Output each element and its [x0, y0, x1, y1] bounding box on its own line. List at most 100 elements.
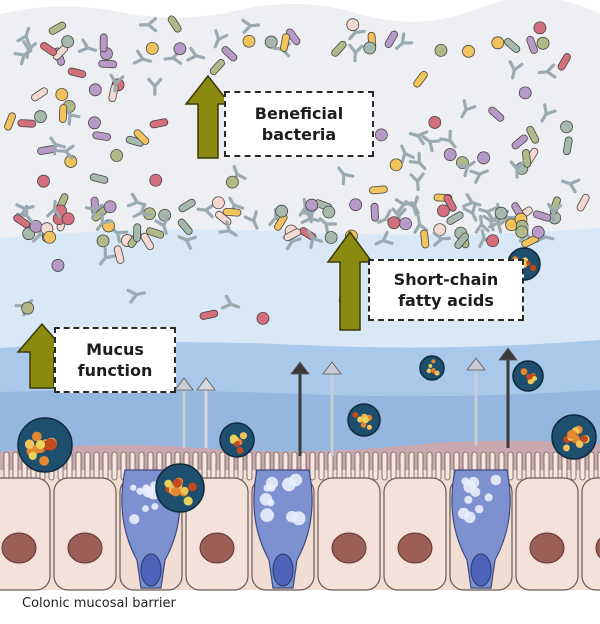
- arrow-head: [290, 361, 310, 375]
- coccus-bacterium: [61, 35, 75, 49]
- antibody-particle: [16, 26, 31, 47]
- scfa-vesicle: [17, 417, 73, 473]
- rod-bacterium: [132, 223, 142, 243]
- coccus-bacterium: [212, 196, 225, 210]
- rod-bacterium: [40, 42, 57, 56]
- fatty-acid-dot: [525, 260, 531, 266]
- antibody-shape: [546, 202, 563, 222]
- antibody-particle: [482, 214, 502, 232]
- antibody-shape: [469, 169, 489, 184]
- coccus-bacterium: [96, 234, 110, 248]
- scfa-vesicles: [17, 247, 597, 513]
- cell-nucleus: [397, 532, 433, 564]
- coccus-bacterium: [173, 42, 187, 56]
- microvillus: [102, 451, 109, 481]
- fatty-acid-dot: [434, 370, 440, 376]
- antibody-particle: [95, 212, 114, 231]
- antibody-shape: [409, 172, 425, 192]
- scfa-vesicle: [347, 403, 381, 437]
- coccus-bacterium: [34, 110, 47, 123]
- microvillus: [354, 451, 361, 481]
- scfa-vesicle: [512, 360, 544, 392]
- mucin-granule: [457, 507, 470, 520]
- coccus-bacterium: [88, 83, 102, 97]
- microvillus: [219, 451, 226, 481]
- rod-bacterium: [58, 104, 68, 123]
- antibody-particle: [408, 151, 427, 171]
- microvillus: [318, 451, 325, 481]
- antibody-particle: [218, 220, 238, 237]
- antibody-particle: [469, 169, 489, 184]
- fatty-acid-dot: [352, 411, 359, 418]
- mucus-function-label: Mucus function: [54, 327, 176, 393]
- coccus-bacterium: [399, 217, 412, 231]
- fatty-acid-dot: [236, 446, 244, 454]
- rod-bacterium: [413, 70, 428, 88]
- fatty-acid-dot: [180, 486, 189, 495]
- fatty-acid-dot: [31, 431, 42, 442]
- antibody-particle: [84, 203, 104, 220]
- fatty-acid-dot: [520, 368, 528, 375]
- antibody-particle: [177, 235, 197, 250]
- rod-bacterium: [384, 30, 398, 48]
- antibody-shape: [456, 160, 476, 178]
- antibody-particle: [307, 229, 323, 249]
- rod-bacterium: [369, 185, 388, 195]
- coccus-bacterium: [434, 43, 448, 57]
- microvillus: [363, 451, 370, 481]
- coccus-bacterium: [346, 18, 360, 32]
- antibody-shape: [84, 203, 104, 220]
- fatty-acid-dot: [188, 482, 197, 492]
- antibody-particle: [537, 63, 557, 79]
- rod-bacterium: [503, 37, 521, 53]
- antibody-shape: [15, 203, 35, 219]
- rod-bacterium: [146, 227, 165, 239]
- secretion-arrows: [174, 347, 518, 456]
- rod-bacterium: [167, 15, 182, 33]
- fatty-acid-dot: [229, 434, 238, 443]
- coccus-bacterium: [477, 151, 491, 165]
- coccus-bacterium: [275, 204, 289, 218]
- antibody-shape: [408, 151, 427, 171]
- rod-bacterium: [149, 118, 169, 129]
- antibody-shape: [154, 215, 169, 235]
- mucin-granule: [286, 510, 298, 523]
- coccus-bacterium: [374, 128, 388, 142]
- mucin-granule: [461, 477, 470, 486]
- coccus-bacterium: [149, 173, 163, 187]
- goblet-nucleus: [140, 553, 162, 587]
- mucin-granule: [467, 476, 480, 489]
- microvillus: [336, 451, 343, 481]
- secretion-arrow: [290, 361, 310, 456]
- figure-caption: Colonic mucosal barrier: [22, 596, 176, 611]
- antibody-shape: [400, 144, 415, 164]
- rod-bacterium: [177, 218, 193, 235]
- fatty-acid-dot: [532, 376, 537, 381]
- microvillus: [309, 451, 316, 481]
- microvillus: [390, 451, 397, 481]
- coccus-bacterium: [536, 36, 550, 50]
- microvillus: [327, 451, 334, 481]
- fatty-acid-dot: [39, 455, 50, 466]
- rod-bacterium: [562, 136, 573, 156]
- coccus-bacterium: [389, 158, 403, 172]
- beneficial-bacteria-label: Beneficial bacteria: [224, 91, 374, 157]
- cell-nucleus: [595, 537, 600, 559]
- fatty-acid-dot: [172, 478, 182, 488]
- arrow-head: [196, 377, 216, 391]
- cell-nucleus: [331, 532, 367, 564]
- antibody-shape: [186, 46, 206, 62]
- rod-bacterium: [89, 173, 109, 184]
- antibody-particle: [22, 39, 38, 59]
- antibody-shape: [394, 32, 414, 51]
- coccus-bacterium: [462, 44, 475, 58]
- fatty-acid-dot: [28, 451, 37, 460]
- antibody-particle: [474, 214, 490, 234]
- rod-bacterium: [98, 59, 118, 69]
- bacteria-mucus-border: [13, 192, 590, 325]
- microvillus: [12, 451, 19, 481]
- rod-bacterium: [420, 229, 430, 249]
- rod-bacterium: [222, 207, 242, 217]
- fatty-acid-dot: [567, 429, 577, 440]
- scfa-vesicle: [551, 414, 597, 460]
